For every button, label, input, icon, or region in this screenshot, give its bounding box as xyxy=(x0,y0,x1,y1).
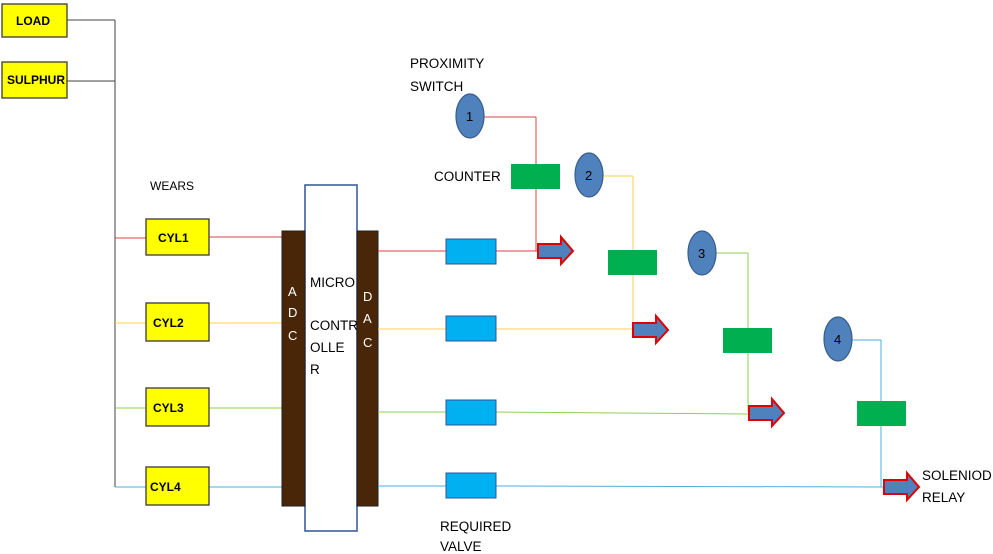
adc-block: A D C xyxy=(281,230,306,507)
load-label: LOAD xyxy=(16,14,50,28)
dac-letter-a: A xyxy=(363,311,372,326)
adc-letter-c: C xyxy=(288,328,297,343)
counter-4 xyxy=(857,401,906,426)
dac-letter-d: D xyxy=(363,289,372,304)
cyl2-box: CYL2 xyxy=(145,302,210,342)
cyl3-label: CYL3 xyxy=(153,401,184,415)
proximity-label-line2: SWITCH xyxy=(410,79,463,94)
micro-line-2: CONTR xyxy=(310,318,358,333)
counter-1 xyxy=(511,164,560,189)
counter-3 xyxy=(723,328,772,353)
cyl1-label: CYL1 xyxy=(158,231,189,245)
micro-line-3: OLLE xyxy=(310,340,345,355)
wears-label: WEARS xyxy=(150,179,194,193)
valve-2 xyxy=(445,315,497,342)
micro-line-4: R xyxy=(310,362,320,377)
cyl1-box: CYL1 xyxy=(145,218,210,256)
sensor-2: 2 xyxy=(574,152,604,198)
sensor-3-number: 3 xyxy=(698,246,705,261)
sensor-3: 3 xyxy=(687,230,717,276)
cyl4-box: CYL4 xyxy=(145,466,210,506)
cyl2-label: CYL2 xyxy=(153,316,184,330)
output-line-3 xyxy=(378,411,749,415)
solenoid-label-line2: RELAY xyxy=(922,490,965,505)
sensor-4: 4 xyxy=(823,316,853,362)
micro-line-1: MICRO xyxy=(310,275,355,290)
sulphur-box: SULPHUR xyxy=(1,61,68,99)
adc-letter-a: A xyxy=(288,284,297,299)
arrow-2-icon xyxy=(632,313,670,346)
cyl4-label: CYL4 xyxy=(150,480,181,494)
arrow-1-icon xyxy=(537,234,575,267)
dac-block: D A C xyxy=(356,230,379,507)
microcontroller: MICRO CONTR OLLE R xyxy=(304,184,358,532)
solenoid-label-line1: SOLENIOD xyxy=(922,468,992,483)
cyl1-line xyxy=(115,236,282,239)
adc-letter-d: D xyxy=(288,305,297,320)
input-bus xyxy=(67,19,116,487)
counter-label: COUNTER xyxy=(434,169,501,184)
microcontroller-body xyxy=(304,184,358,532)
valve-3 xyxy=(445,399,497,426)
dac-letter-c: C xyxy=(363,335,372,350)
output-line-4 xyxy=(378,485,885,488)
sensor-1-number: 1 xyxy=(466,109,473,124)
cyl3-box: CYL3 xyxy=(145,387,210,427)
counter-2 xyxy=(608,250,657,275)
required-valve-label-line2: VALVE xyxy=(440,539,482,554)
required-valve-label-line1: REQUIRED xyxy=(440,519,512,534)
arrow-4-icon xyxy=(883,470,921,503)
sensor-4-number: 4 xyxy=(834,332,841,347)
valve-4 xyxy=(445,472,497,499)
sulphur-label: SULPHUR xyxy=(7,73,65,87)
sensor-2-number: 2 xyxy=(585,168,592,183)
valve-1 xyxy=(445,238,497,265)
sensor-1: 1 xyxy=(455,93,485,139)
load-box: LOAD xyxy=(1,3,68,38)
proximity-label-line1: PROXIMITY xyxy=(410,56,484,71)
arrow-3-icon xyxy=(748,396,786,429)
